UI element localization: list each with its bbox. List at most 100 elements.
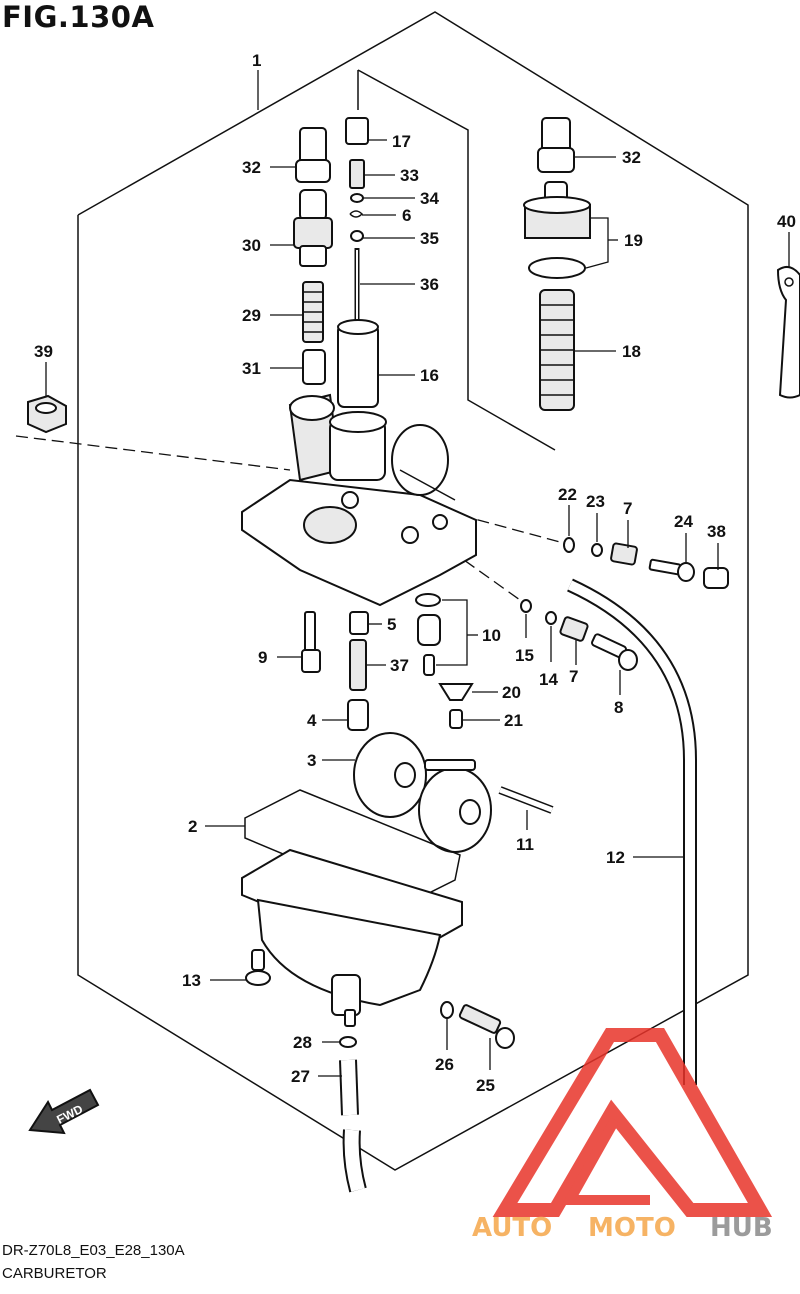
part-5-jet-holder xyxy=(349,611,369,635)
callout-7-lower: 7 xyxy=(569,667,578,686)
part-18-spring xyxy=(539,289,575,411)
figure-code: DR-Z70L8_E03_E28_130A xyxy=(2,1242,185,1259)
part-14-washer xyxy=(545,611,557,625)
part-16-throttle-valve xyxy=(337,319,379,408)
callout-38: 38 xyxy=(707,522,726,541)
part-17-clip xyxy=(345,117,369,145)
logo-text-hub: HUB xyxy=(710,1213,773,1243)
callout-20: 20 xyxy=(502,683,521,702)
part-32-cap-left xyxy=(295,127,331,183)
callout-14: 14 xyxy=(539,670,558,689)
centerline-39 xyxy=(15,435,291,471)
callout-17: 17 xyxy=(392,132,411,151)
callout-39: 39 xyxy=(34,342,53,361)
callout-8: 8 xyxy=(614,698,623,717)
callout-35: 35 xyxy=(420,229,439,248)
part-3-float xyxy=(353,732,492,853)
automotohub-logo: AUTO MOTO HUB xyxy=(472,1028,773,1243)
callout-36: 36 xyxy=(420,275,439,294)
callout-18: 18 xyxy=(622,342,641,361)
part-31-plunger xyxy=(302,349,326,385)
callout-34: 34 xyxy=(420,189,439,208)
part-38-cap xyxy=(703,567,729,589)
callout-10: 10 xyxy=(482,626,501,645)
part-22-o-ring xyxy=(563,537,575,553)
part-4-main-jet xyxy=(347,699,369,731)
part-7-spring-upper xyxy=(610,542,638,566)
part-25-screw xyxy=(458,1004,515,1049)
part-30-adjuster xyxy=(293,189,333,267)
float-chamber xyxy=(241,848,463,1027)
logo-text-auto: AUTO xyxy=(472,1213,552,1243)
callout-6: 6 xyxy=(402,206,411,225)
callout-5: 5 xyxy=(387,615,396,634)
callout-labels: 1 32 30 29 31 17 33 34 6 35 36 16 32 19 … xyxy=(34,51,796,1095)
part-9-jet xyxy=(301,611,321,673)
callout-16: 16 xyxy=(420,366,439,385)
callout-37: 37 xyxy=(390,656,409,675)
callout-2: 2 xyxy=(188,817,197,836)
part-19-gasket xyxy=(528,257,586,279)
part-28-clip xyxy=(339,1036,357,1048)
fwd-arrow-badge: FWD xyxy=(28,1088,100,1135)
callout-28: 28 xyxy=(293,1033,312,1052)
part-33-spring xyxy=(349,159,365,189)
part-24-screw xyxy=(648,558,695,582)
callout-21: 21 xyxy=(504,711,523,730)
callout-40: 40 xyxy=(777,212,796,231)
bracket-line-top xyxy=(357,69,556,451)
callout-29: 29 xyxy=(242,306,261,325)
part-21-screw xyxy=(449,709,463,729)
part-32-cap-right xyxy=(537,117,575,173)
callout-31: 31 xyxy=(242,359,261,378)
part-29-spring xyxy=(302,281,324,343)
part-7-spring-lower xyxy=(559,616,589,642)
callout-26: 26 xyxy=(435,1055,454,1074)
part-34-washer xyxy=(350,193,364,203)
part-10-float-valve xyxy=(415,593,441,676)
callout-30: 30 xyxy=(242,236,261,255)
part-39-nut xyxy=(27,394,67,434)
callout-24: 24 xyxy=(674,512,693,531)
part-13-screw xyxy=(245,949,271,986)
part-35-washer xyxy=(350,230,364,242)
callout-11: 11 xyxy=(516,835,534,854)
part-2-gasket xyxy=(244,789,461,906)
callout-3: 3 xyxy=(307,751,316,770)
callout-23: 23 xyxy=(586,492,605,511)
callout-27: 27 xyxy=(291,1067,310,1086)
part-40-strap xyxy=(776,265,800,399)
figure-title: FIG.130A xyxy=(2,0,155,34)
carburetor-body xyxy=(241,393,477,607)
part-20-plate xyxy=(438,683,474,701)
callout-25: 25 xyxy=(476,1076,495,1095)
callout-22: 22 xyxy=(558,485,577,504)
part-19-top-cap xyxy=(523,181,591,239)
callout-32-right: 32 xyxy=(622,148,641,167)
callout-32-left: 32 xyxy=(242,158,261,177)
part-6-clip xyxy=(349,210,364,218)
part-8-screw xyxy=(591,633,638,671)
assembly-frame xyxy=(77,11,749,1171)
callout-1: 1 xyxy=(252,51,261,70)
callout-19: 19 xyxy=(624,231,643,250)
callout-33: 33 xyxy=(400,166,419,185)
bracket-10 xyxy=(436,599,468,666)
part-23-washer xyxy=(591,543,603,557)
part-26-o-ring xyxy=(440,1001,454,1019)
leader-lines xyxy=(45,70,790,1077)
callout-13: 13 xyxy=(182,971,201,990)
callout-7-upper: 7 xyxy=(623,499,632,518)
part-15-o-ring xyxy=(520,599,532,613)
callout-12: 12 xyxy=(606,848,625,867)
callout-15: 15 xyxy=(515,646,534,665)
part-37-needle-jet xyxy=(349,639,367,691)
callout-4: 4 xyxy=(307,711,317,730)
callout-9: 9 xyxy=(258,648,267,667)
centerline-15 xyxy=(449,549,521,601)
logo-text-moto: MOTO xyxy=(588,1213,676,1243)
logo-triangle xyxy=(492,1028,773,1217)
figure-name: CARBURETOR xyxy=(2,1265,107,1282)
